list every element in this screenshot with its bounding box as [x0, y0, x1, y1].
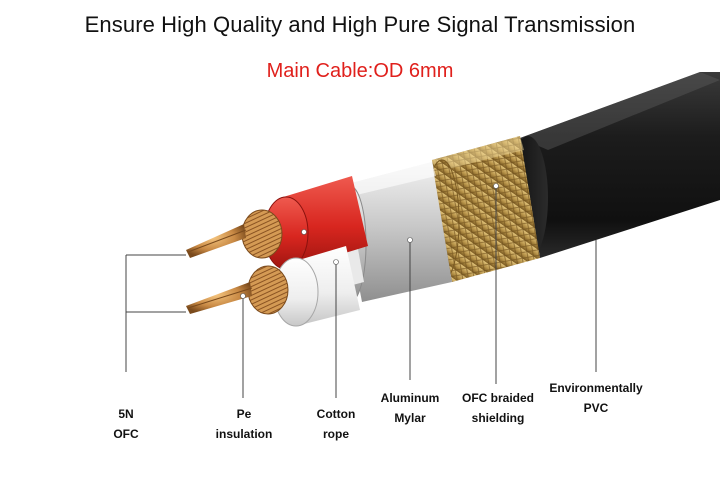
label-line: OFC [113, 427, 139, 441]
label-line: Aluminum [380, 391, 440, 405]
label-braided-shielding: OFC braided shielding [456, 388, 540, 428]
label-line: Environmentally [549, 381, 643, 395]
label-5n-ofc: 5N OFC [100, 404, 152, 444]
label-environmental-pvc: Environmentally PVC [544, 378, 648, 418]
leader-ofc-top [125, 254, 186, 372]
label-aluminum-mylar: Aluminum Mylar [374, 388, 446, 428]
label-line: 5N [118, 407, 134, 421]
label-line: insulation [215, 427, 273, 441]
label-pe-insulation: Pe insulation [210, 404, 278, 444]
label-cotton-rope: Cotton rope [306, 404, 366, 444]
label-line: PVC [583, 401, 609, 415]
label-line: Pe [236, 407, 252, 421]
label-line: shielding [471, 411, 525, 425]
white-conductor [186, 246, 360, 327]
label-line: rope [322, 427, 349, 441]
page-title: Ensure High Quality and High Pure Signal… [84, 12, 636, 37]
pvc-jacket [508, 72, 720, 260]
label-line: OFC braided [461, 391, 534, 405]
label-line: Mylar [394, 411, 426, 425]
subtitle: Main Cable:OD 6mm [266, 60, 454, 82]
leader-dots [240, 183, 499, 299]
label-line: Cotton [316, 407, 356, 421]
red-conductor [186, 176, 368, 270]
leader-lines [125, 186, 597, 398]
